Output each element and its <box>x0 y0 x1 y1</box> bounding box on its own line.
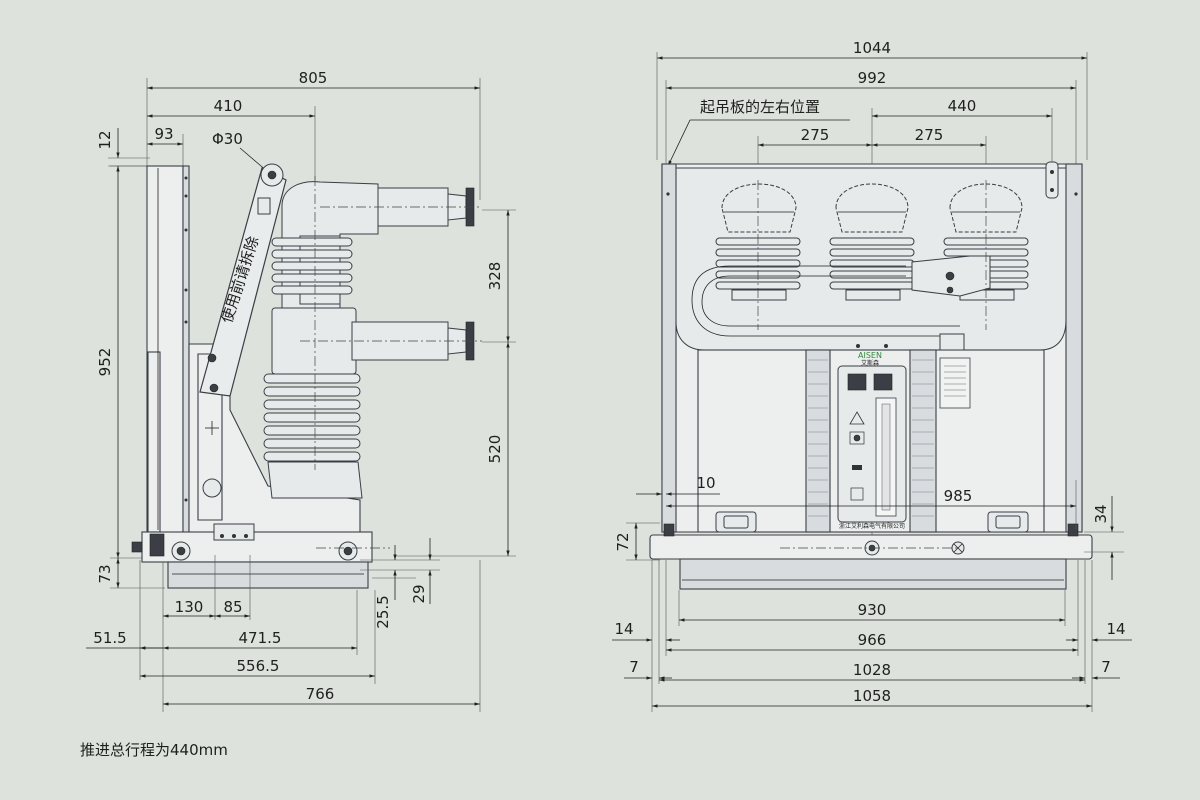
dim-556-5: 556.5 <box>237 657 280 675</box>
footnote: 推进总行程为440mm <box>80 741 228 759</box>
dim-1028: 1028 <box>853 661 891 679</box>
dim-7-right: 7 <box>1101 658 1111 676</box>
dim-12: 12 <box>96 130 114 149</box>
dim-985: 985 <box>944 487 973 505</box>
dim-1058: 1058 <box>853 687 891 705</box>
dim-72: 72 <box>614 532 632 551</box>
dim-14-left: 14 <box>614 620 633 638</box>
dim-410: 410 <box>214 97 243 115</box>
dim-73: 73 <box>96 564 114 583</box>
dim-130: 130 <box>175 598 204 616</box>
dim-34: 34 <box>1092 504 1110 523</box>
dim-471-5: 471.5 <box>239 629 282 647</box>
dim-275-right: 275 <box>915 126 944 144</box>
dim-1044: 1044 <box>853 39 891 57</box>
nameplate <box>939 357 971 409</box>
dim-93: 93 <box>154 125 173 143</box>
dim-51-5: 51.5 <box>93 629 126 647</box>
lift-plate-label: 起吊板的左右位置 <box>700 98 820 116</box>
side-view: 805 410 93 12 Φ30 952 73 328 520 <box>86 69 516 712</box>
dim-805: 805 <box>299 69 328 87</box>
front-chassis-base <box>679 558 1067 590</box>
dim-10: 10 <box>696 474 715 492</box>
upper-sheds <box>271 237 353 295</box>
dim-275-left: 275 <box>801 126 830 144</box>
warning-icon <box>849 411 865 425</box>
dim-14-right: 14 <box>1106 620 1125 638</box>
dim-766: 766 <box>306 685 335 703</box>
dim-328: 328 <box>486 262 504 291</box>
brand-logo: AISEN <box>858 351 882 360</box>
dim-440: 440 <box>948 97 977 115</box>
dim-29: 29 <box>410 584 428 603</box>
front-view: 1044 992 440 起吊板的左右位置 275 275 <box>612 39 1132 712</box>
dim-992: 992 <box>858 69 887 87</box>
pole-center <box>829 183 915 301</box>
dim-520: 520 <box>486 435 504 464</box>
phi-30-label: Φ30 <box>212 130 243 148</box>
lift-plate <box>1045 161 1059 199</box>
lower-sheds <box>263 373 361 462</box>
dim-966: 966 <box>858 631 887 649</box>
brand-subtitle: 艾斯森 <box>861 359 879 367</box>
dim-930: 930 <box>858 601 887 619</box>
dim-952: 952 <box>96 348 114 377</box>
dim-7-left: 7 <box>629 658 639 676</box>
dim-25-5: 25.5 <box>374 595 392 628</box>
company-name: 浙江艾利森电气有限公司 <box>839 522 905 530</box>
dim-85: 85 <box>223 598 242 616</box>
